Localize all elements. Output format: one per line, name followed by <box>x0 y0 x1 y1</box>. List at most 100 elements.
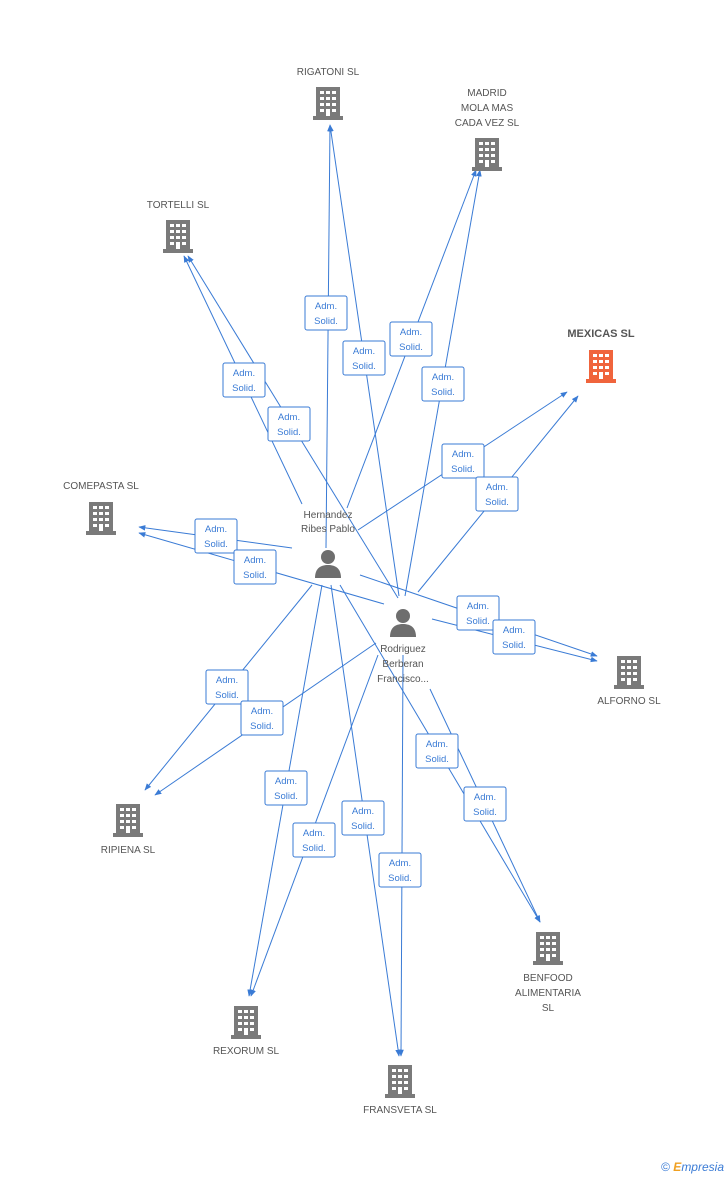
edge-label-line: Adm. <box>352 806 374 817</box>
building-icon <box>533 932 563 965</box>
edge-label-line: Adm. <box>303 828 325 839</box>
edge-hernandez-rigatoni <box>325 124 333 549</box>
edge-label-rodriguez-rexorum[interactable]: Adm. Solid. <box>292 822 336 858</box>
node-mexicas[interactable]: MEXICAS SL <box>567 328 635 383</box>
edge-label-line: Solid. <box>425 754 449 765</box>
edge-label-line: Solid. <box>250 721 274 732</box>
edge-label-rodriguez-tortelli[interactable]: Adm.Solid. <box>267 406 311 442</box>
node-label: SL <box>542 1003 555 1014</box>
edge-label-hernandez-rexorum[interactable]: Adm. Solid. <box>264 770 308 806</box>
edge-label-line: Adm. <box>244 555 266 566</box>
edge-label-hernandez-madrid[interactable]: Adm. Solid. <box>389 321 433 357</box>
edge-label-line: Solid. <box>302 843 326 854</box>
edge-label-rodriguez-benfood[interactable]: Adm. Solid. <box>463 786 507 822</box>
edge-label-rodriguez-fransveta[interactable]: Adm.Solid. <box>378 852 422 888</box>
edge-label-hernandez-benfood[interactable]: Adm. Solid. <box>415 733 459 769</box>
node-label: MEXICAS SL <box>567 328 635 340</box>
edge-label-box <box>304 295 348 331</box>
edge-label-rodriguez-mexicas[interactable]: Adm.Solid. <box>475 476 519 512</box>
edge-label-hernandez-tortelli[interactable]: Adm. Solid. <box>222 362 266 398</box>
edge-label-line: Adm. <box>275 776 297 787</box>
edge-label-line: Solid. <box>466 616 490 627</box>
edge-label-box <box>264 770 308 806</box>
edge-label-line: Solid. <box>502 640 526 651</box>
node-rodriguez[interactable]: RodriguezBerberanFrancisco... <box>377 609 429 685</box>
edge-label-box <box>456 595 500 631</box>
node-label: Hernandez <box>304 510 353 521</box>
node-fransveta[interactable]: FRANSVETA SL <box>363 1065 437 1116</box>
building-icon <box>113 804 143 837</box>
node-label: Rodriguez <box>380 644 426 655</box>
edge-label-line: Adm. <box>474 792 496 803</box>
edge-label-rodriguez-madrid[interactable]: Adm.Solid. <box>421 366 465 402</box>
node-alforno[interactable]: ALFORNO SL <box>597 656 661 707</box>
edge-label-box <box>342 340 386 376</box>
edge-label-line: Adm. <box>452 449 474 460</box>
node-comepasta[interactable]: COMEPASTA SL <box>63 481 139 535</box>
edge-label-hernandez-comepasta[interactable]: Adm.Solid. <box>194 518 238 554</box>
node-label: MOLA MAS <box>461 103 514 114</box>
edge-label-line: Adm. <box>426 739 448 750</box>
edge-label-rodriguez-comepasta[interactable]: Adm. Solid. <box>233 549 277 585</box>
edge-label-rodriguez-alforno[interactable]: Adm.Solid. <box>492 619 536 655</box>
edge-label-line: Adm. <box>400 327 422 338</box>
edge-label-hernandez-mexicas[interactable]: Adm. Solid. <box>441 443 485 479</box>
edge-label-box <box>441 443 485 479</box>
edge-label-hernandez-alforno[interactable]: Adm. Solid. <box>456 595 500 631</box>
edge-label-line: Adm. <box>278 412 300 423</box>
brand-initial: E <box>673 1160 682 1174</box>
building-icon <box>472 138 502 171</box>
edge-label-box <box>492 619 536 655</box>
edge-label-box <box>205 669 249 705</box>
edge-label-box <box>292 822 336 858</box>
edges-layer <box>138 124 598 1057</box>
edge-label-line: Adm. <box>251 706 273 717</box>
edge-label-line: Adm. <box>467 601 489 612</box>
node-label: TORTELLI SL <box>147 200 210 211</box>
node-rigatoni[interactable]: RIGATONI SL <box>297 67 360 120</box>
node-rexorum[interactable]: REXORUM SL <box>213 1006 280 1057</box>
edge-label-box <box>240 700 284 736</box>
edge-label-box <box>463 786 507 822</box>
person-icon <box>390 609 416 637</box>
node-label: MADRID <box>467 88 506 99</box>
edge-label-box <box>194 518 238 554</box>
edge-label-box <box>475 476 519 512</box>
edge-label-rodriguez-ripiena[interactable]: Adm. Solid. <box>240 700 284 736</box>
edge-label-line: Solid. <box>399 342 423 353</box>
edge-label-box <box>341 800 385 836</box>
footer-brand[interactable]: © Empresia <box>661 1160 724 1174</box>
edge-label-line: Solid. <box>274 791 298 802</box>
building-icon <box>614 656 644 689</box>
edge-label-line: Solid. <box>204 539 228 550</box>
copyright-symbol: © <box>661 1160 670 1174</box>
edge-label-line: Adm. <box>216 675 238 686</box>
building-icon <box>231 1006 261 1039</box>
node-label: BENFOOD <box>523 973 572 984</box>
edge-label-hernandez-rigatoni[interactable]: Adm.Solid. <box>304 295 348 331</box>
edge-label-line: Solid. <box>232 383 256 394</box>
edge-label-line: Solid. <box>485 497 509 508</box>
edge-label-line: Solid. <box>451 464 475 475</box>
node-label: Berberan <box>382 659 423 670</box>
edge-label-hernandez-ripiena[interactable]: Adm.Solid. <box>205 669 249 705</box>
edge-label-line: Solid. <box>243 570 267 581</box>
node-tortelli[interactable]: TORTELLI SL <box>147 200 210 253</box>
edge-label-line: Solid. <box>473 807 497 818</box>
edge-label-line: Solid. <box>314 316 338 327</box>
node-label: Ribes Pablo <box>301 524 355 535</box>
node-label: Francisco... <box>377 674 429 685</box>
edge-label-rodriguez-rigatoni[interactable]: Adm.Solid. <box>342 340 386 376</box>
edge-label-line: Adm. <box>233 368 255 379</box>
node-label: FRANSVETA SL <box>363 1105 437 1116</box>
node-label: RIPIENA SL <box>101 845 156 856</box>
edge-label-hernandez-fransveta[interactable]: Adm.Solid. <box>341 800 385 836</box>
edge-label-box <box>378 852 422 888</box>
node-ripiena[interactable]: RIPIENA SL <box>101 804 156 856</box>
edge-label-box <box>389 321 433 357</box>
